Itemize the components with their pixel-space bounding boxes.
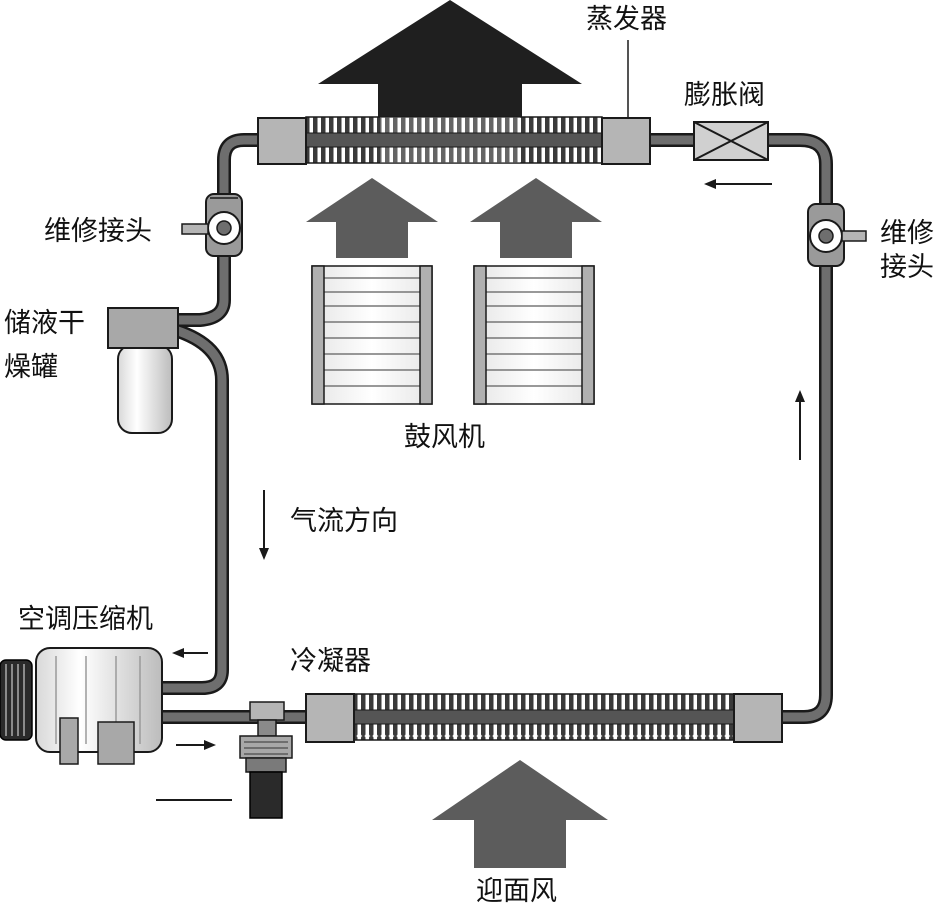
flow-arrow-right [795,390,805,460]
label-expansion-valve: 膨胀阀 [684,80,765,111]
evaporator-inlet-fitting [257,117,307,165]
refrigerant-pipe [155,133,833,724]
label-blower: 鼓风机 [404,422,485,453]
blower-airflow-arrow-left [306,178,438,258]
label-evaporator: 蒸发器 [586,4,667,35]
evaporator [257,0,651,165]
service-port-right [807,203,867,267]
condenser [305,693,783,743]
flow-arrow-compressor-in [172,648,208,658]
evaporator-outlet-fitting [601,117,651,165]
compressor [0,647,163,765]
label-service-port-right-1: 维修 [880,218,934,249]
label-service-port-left: 维修接头 [44,216,152,247]
label-compressor: 空调压缩机 [18,604,153,635]
blower-airflow-arrow-right [470,178,602,258]
expansion-valve [693,121,769,161]
compressor-pulley [0,659,33,741]
label-receiver-drier-2: 燥罐 [4,352,58,383]
label-service-port-right-2: 接头 [880,252,934,283]
airflow-direction-arrow [259,490,269,560]
condenser-outlet-fitting [733,693,783,743]
blower-left [311,265,433,405]
service-port-left [181,193,243,257]
ram-air-arrow [432,760,608,868]
pressure-switch [156,701,293,819]
label-condenser: 冷凝器 [290,646,371,677]
label-receiver-drier-1: 储液干 [4,308,85,339]
label-ram-air: 迎面风 [476,876,557,907]
receiver-drier [107,307,179,434]
label-airflow-direction: 气流方向 [290,506,398,537]
flow-arrow-top [704,179,772,189]
condenser-inlet-fitting [305,693,355,743]
blower-right [473,265,595,405]
evaporator-airflow-arrow [318,0,582,128]
flow-arrow-compressor-out [176,740,216,750]
